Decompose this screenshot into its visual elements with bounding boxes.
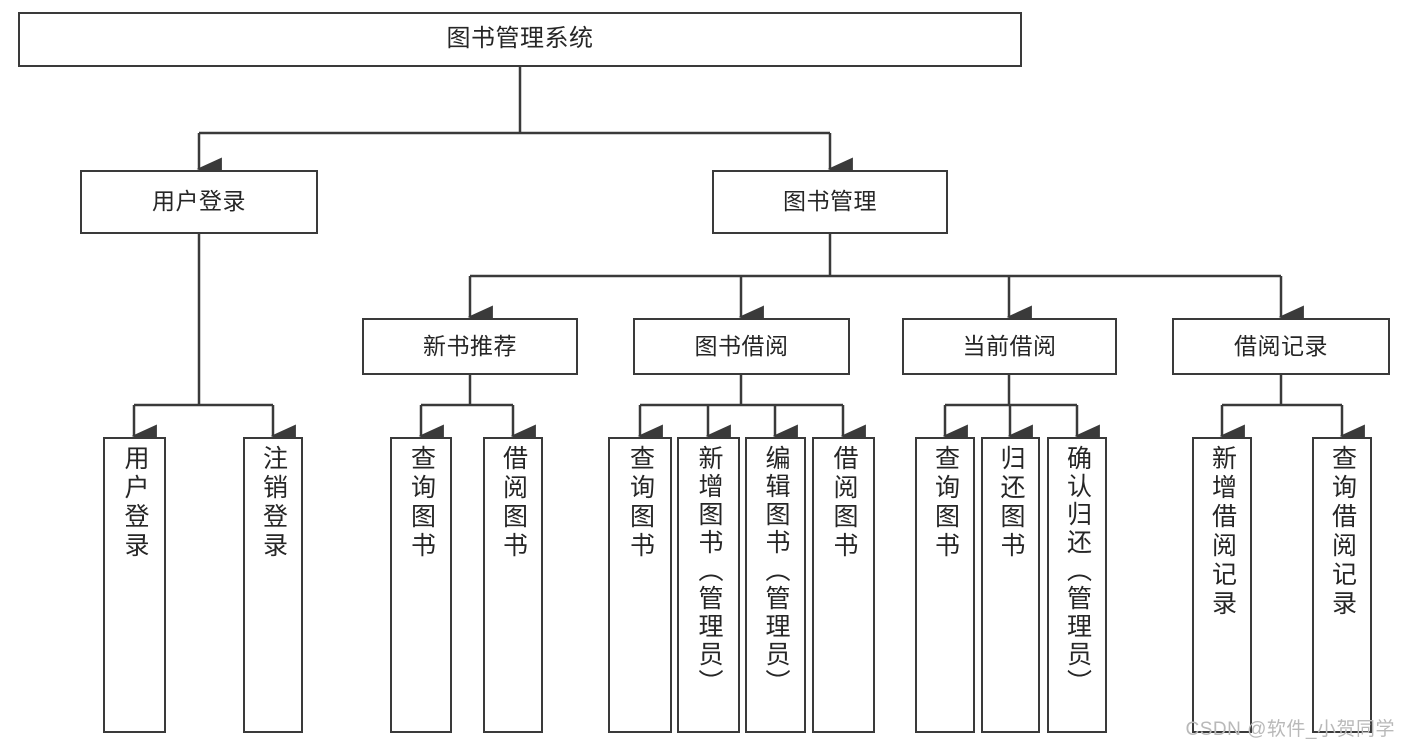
node-leaf-edit-book-admin-label: 编辑图书（管理员） — [762, 445, 790, 697]
node-book-borrow-label: 图书借阅 — [694, 332, 789, 359]
node-current-borrow[interactable]: 当前借阅 — [902, 318, 1117, 375]
node-root-label: 图书管理系统 — [446, 25, 594, 53]
node-current-borrow-label: 当前借阅 — [962, 332, 1057, 359]
node-new-book-recommend[interactable]: 新书推荐 — [362, 318, 578, 375]
node-leaf-borrow-book-1[interactable]: 借阅图书 — [483, 437, 543, 733]
node-leaf-add-book-admin-label: 新增图书（管理员） — [695, 445, 723, 697]
node-leaf-query-book-3[interactable]: 查询图书 — [915, 437, 975, 733]
node-leaf-user-login[interactable]: 用户登录 — [103, 437, 166, 733]
node-leaf-edit-book-admin[interactable]: 编辑图书（管理员） — [745, 437, 806, 733]
node-leaf-query-borrow-record-label: 查询借阅记录 — [1328, 445, 1357, 619]
node-leaf-add-book-admin[interactable]: 新增图书（管理员） — [677, 437, 740, 733]
node-leaf-query-borrow-record[interactable]: 查询借阅记录 — [1312, 437, 1372, 733]
node-borrow-record-label: 借阅记录 — [1234, 332, 1328, 359]
node-new-book-recommend-label: 新书推荐 — [423, 332, 517, 359]
node-leaf-logout-login-label: 注销登录 — [259, 445, 288, 561]
node-user-login[interactable]: 用户登录 — [80, 170, 318, 234]
node-leaf-query-book-1-label: 查询图书 — [407, 445, 436, 561]
node-borrow-record[interactable]: 借阅记录 — [1172, 318, 1390, 375]
node-leaf-borrow-book-2-label: 借阅图书 — [830, 445, 858, 561]
node-leaf-confirm-return-admin[interactable]: 确认归还（管理员） — [1047, 437, 1107, 733]
node-root[interactable]: 图书管理系统 — [18, 12, 1022, 67]
node-leaf-add-borrow-record[interactable]: 新增借阅记录 — [1192, 437, 1252, 733]
node-leaf-borrow-book-1-label: 借阅图书 — [499, 445, 528, 561]
node-leaf-add-borrow-record-label: 新增借阅记录 — [1208, 445, 1237, 619]
node-book-borrow[interactable]: 图书借阅 — [633, 318, 850, 375]
node-leaf-query-book-2[interactable]: 查询图书 — [608, 437, 672, 733]
node-leaf-borrow-book-2[interactable]: 借阅图书 — [812, 437, 875, 733]
csdn-watermark: CSDN @软件_小贺同学 — [1185, 719, 1395, 740]
node-leaf-query-book-2-label: 查询图书 — [626, 445, 655, 561]
node-user-login-label: 用户登录 — [152, 188, 246, 215]
node-leaf-return-book-label: 归还图书 — [997, 445, 1025, 561]
node-leaf-user-login-label: 用户登录 — [121, 445, 149, 561]
node-leaf-logout-login[interactable]: 注销登录 — [243, 437, 303, 733]
node-leaf-confirm-return-admin-label: 确认归还（管理员） — [1063, 445, 1092, 697]
node-book-manage[interactable]: 图书管理 — [712, 170, 948, 234]
node-leaf-query-book-3-label: 查询图书 — [931, 445, 960, 561]
node-book-manage-label: 图书管理 — [783, 188, 877, 215]
node-leaf-return-book[interactable]: 归还图书 — [981, 437, 1040, 733]
node-leaf-query-book-1[interactable]: 查询图书 — [390, 437, 452, 733]
